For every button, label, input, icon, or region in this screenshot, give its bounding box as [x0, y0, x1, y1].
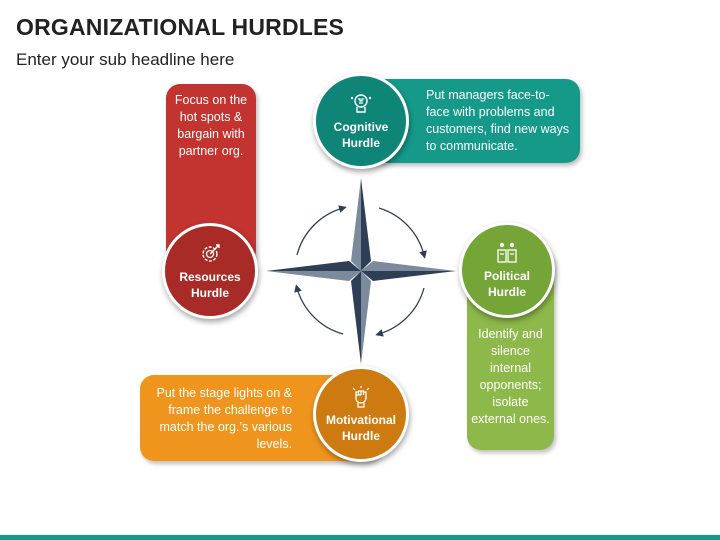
cycle-arc-bottom-right	[375, 287, 425, 337]
cognitive-hurdle-text: Put managers face-to-face with problems …	[426, 88, 570, 153]
motivational-hurdle-circle: Motivational Hurdle	[313, 366, 409, 462]
political-hurdle-label: Political Hurdle	[483, 268, 530, 299]
gear-target-icon	[202, 243, 220, 262]
political-hurdle-circle: Political Hurdle	[459, 222, 555, 318]
resources-hurdle-text: Focus on the hot spots & bargain with pa…	[174, 93, 248, 158]
cognitive-hurdle-label: Cognitive Hurdle	[333, 119, 389, 150]
resources-hurdle-circle: Resources Hurdle	[162, 223, 258, 319]
political-hurdle-text: Identify and silence internal opponents;…	[471, 327, 550, 426]
compass-star	[266, 178, 456, 364]
bottom-accent-bar	[0, 535, 720, 540]
motivational-hurdle-label: Motivational Hurdle	[325, 412, 396, 443]
cognitive-hurdle-circle: Cognitive Hurdle	[313, 73, 409, 169]
cognitive-brain-icon	[350, 93, 372, 113]
raised-fist-icon	[352, 385, 370, 408]
resources-hurdle-label: Resources Hurdle	[179, 269, 241, 300]
slide-title: ORGANIZATIONAL HURDLES	[16, 14, 345, 40]
cycle-arc-top-left	[296, 205, 347, 256]
cycle-arc-bottom-left	[294, 284, 344, 335]
slide-subtitle: Enter your sub headline here	[16, 50, 235, 69]
cycle-arc-top-right	[378, 207, 427, 259]
compass-star-icon	[266, 178, 456, 364]
podium-speakers-icon	[497, 242, 517, 263]
motivational-hurdle-text: Put the stage lights on & frame the chal…	[156, 386, 292, 451]
